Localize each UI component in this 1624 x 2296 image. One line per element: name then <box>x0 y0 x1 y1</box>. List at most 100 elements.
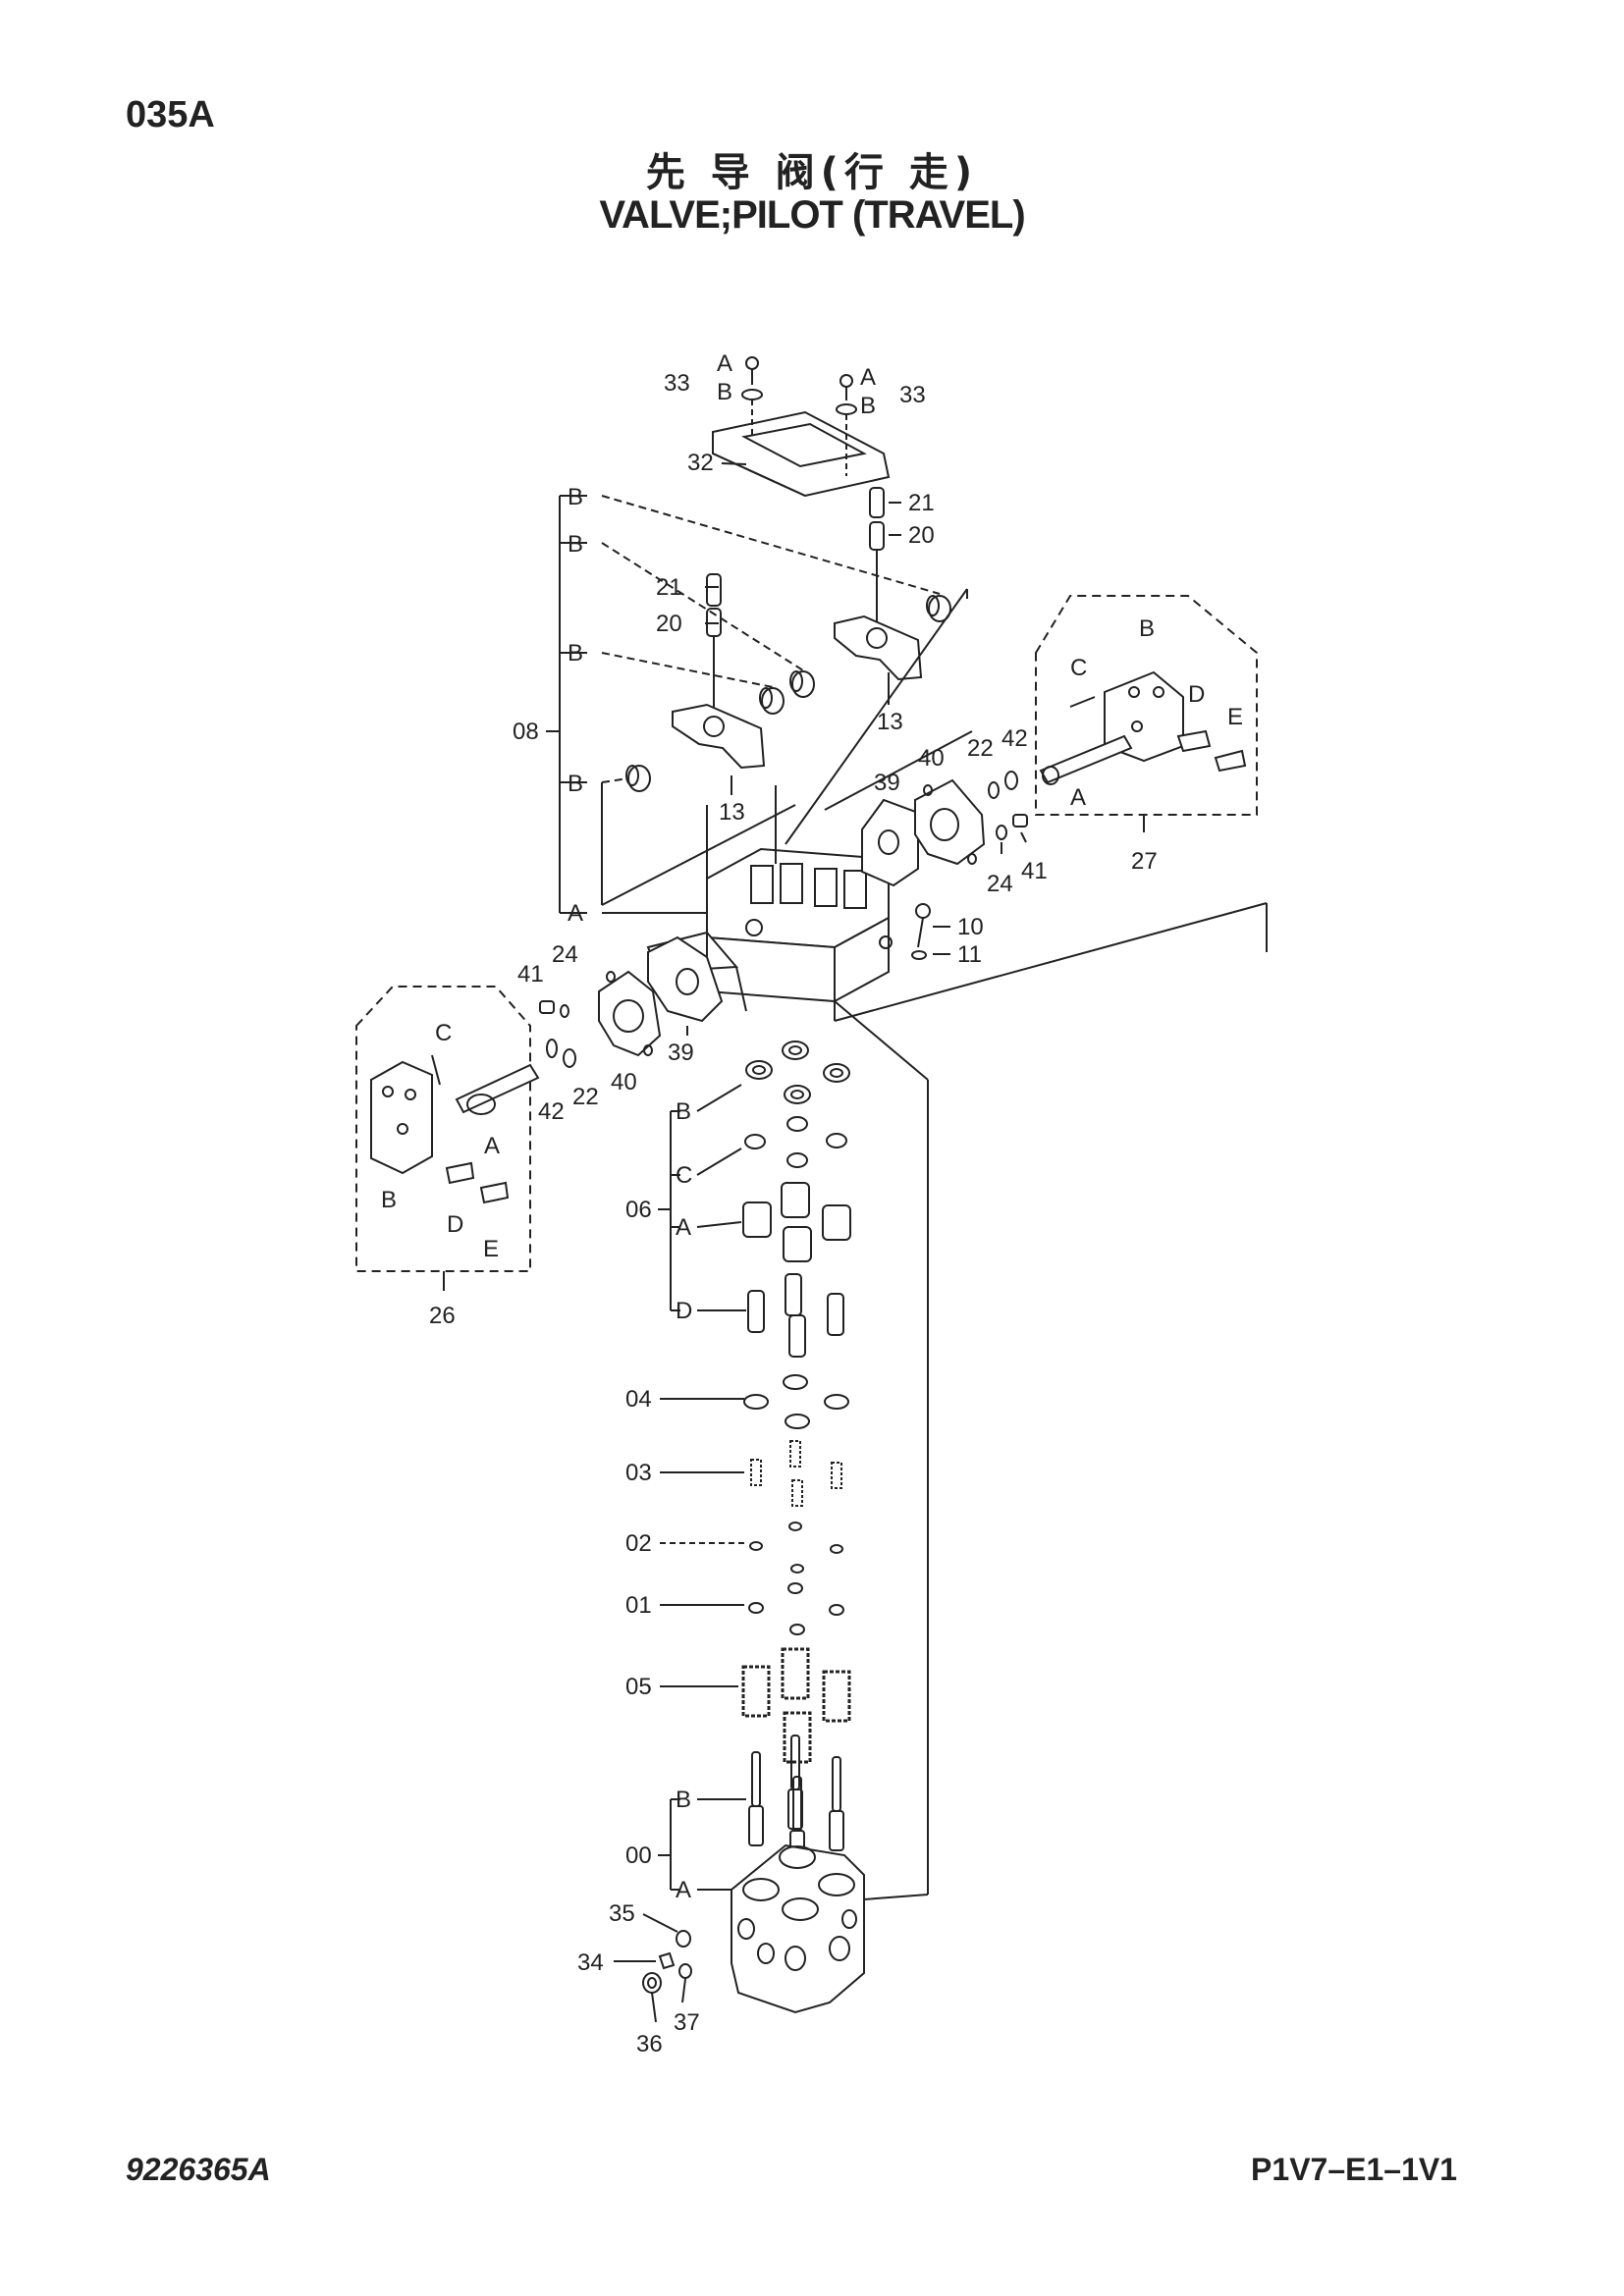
callout-27-a: A <box>1070 784 1086 811</box>
callout-04: 04 <box>625 1386 652 1413</box>
document-number: 9226365A <box>126 2152 271 2187</box>
callout-32: 32 <box>687 450 714 476</box>
callout-06: 06 <box>625 1197 652 1223</box>
callout-33-right-b: B <box>860 393 876 419</box>
callout-08-b2: B <box>568 531 583 558</box>
plate-39-right <box>861 798 919 887</box>
part-06-plungers <box>747 1273 844 1358</box>
page-code: 035A <box>126 94 215 135</box>
screw-left <box>741 356 763 437</box>
callout-26-e: E <box>483 1236 499 1262</box>
callout-35: 35 <box>609 1900 635 1927</box>
bushings <box>625 595 951 792</box>
callout-08-a: A <box>568 900 583 927</box>
callout-11: 11 <box>957 941 982 968</box>
callout-21-left: 21 <box>656 574 682 601</box>
callout-39-left: 39 <box>668 1040 694 1066</box>
callout-33-right-a: A <box>860 364 876 391</box>
part-05-springs <box>741 1647 851 1764</box>
callout-00-b: B <box>676 1787 691 1813</box>
part-06-seals <box>744 1041 850 1168</box>
cam-right <box>834 614 923 681</box>
misc-leaders <box>686 462 1027 1036</box>
callout-01: 01 <box>625 1592 652 1619</box>
callout-06-b: B <box>676 1098 691 1125</box>
callout-27-b: B <box>1139 615 1155 642</box>
stack-leaders <box>660 1398 744 1687</box>
callout-06-a: A <box>676 1214 691 1241</box>
callout-33-left-b: B <box>717 379 732 405</box>
seals-right <box>988 771 1028 840</box>
callout-24-left: 24 <box>552 941 578 968</box>
plate-40-left <box>598 970 662 1057</box>
callout-00: 00 <box>625 1842 652 1869</box>
callout-00-a: A <box>676 1877 691 1903</box>
callout-20-right: 20 <box>908 522 935 549</box>
part-04-washers <box>743 1374 849 1429</box>
group-06-bracket <box>658 1084 746 1311</box>
callout-05: 05 <box>625 1674 652 1700</box>
callout-33-right: 33 <box>899 382 926 408</box>
callout-03: 03 <box>625 1460 652 1486</box>
seals-left <box>539 1000 576 1068</box>
plate-40-right <box>914 778 986 866</box>
callout-02: 02 <box>625 1530 652 1557</box>
title-english: VALVE;PILOT (TRAVEL) <box>599 193 1025 237</box>
callout-27-e: E <box>1227 704 1243 730</box>
callout-21-right: 21 <box>908 490 935 516</box>
callout-08: 08 <box>513 719 539 745</box>
screw-right <box>836 374 857 476</box>
sheet-code: P1V7–E1–1V1 <box>1251 2152 1457 2187</box>
callout-34: 34 <box>577 1949 604 1976</box>
callout-labels: 33 A B A B 33 32 21 20 21 20 B B B B A 0… <box>381 350 1243 2057</box>
group-00-bracket <box>658 1798 746 1891</box>
callout-26-b: B <box>381 1187 397 1213</box>
callout-26-c: C <box>435 1020 452 1046</box>
lower-leaders <box>614 1913 686 2023</box>
callout-06-d: D <box>676 1298 692 1324</box>
callout-22-left: 22 <box>572 1084 599 1110</box>
callout-13-right: 13 <box>877 709 903 735</box>
part-02-washers <box>749 1522 843 1574</box>
assembly-26 <box>355 986 540 1291</box>
assembly-27 <box>1035 595 1258 832</box>
cover-plate <box>712 410 891 498</box>
part-06-guides <box>742 1182 851 1262</box>
callout-13-left: 13 <box>719 799 745 826</box>
callout-27-d: D <box>1188 681 1205 708</box>
callout-33-left-a: A <box>717 350 732 377</box>
callout-26: 26 <box>429 1303 456 1329</box>
pusher-left <box>706 573 722 721</box>
callout-33-left: 33 <box>664 370 690 397</box>
callout-41-right: 41 <box>1021 858 1048 884</box>
callout-08-b1: B <box>568 484 583 510</box>
callout-42-right: 42 <box>1001 725 1028 752</box>
part-01-washers <box>748 1582 844 1635</box>
upper-body <box>646 588 1268 1900</box>
callout-10: 10 <box>957 914 984 940</box>
title-chinese: 先 导 阀(行 走) <box>645 150 979 195</box>
part-03-springs <box>750 1440 842 1507</box>
pusher-right <box>869 487 885 628</box>
callout-06-c: C <box>676 1162 692 1189</box>
callout-41-left: 41 <box>517 961 544 988</box>
callout-39-right: 39 <box>874 770 900 796</box>
bolt-10 <box>911 903 931 960</box>
lower-body <box>731 1843 865 2014</box>
callout-42-left: 42 <box>538 1098 565 1125</box>
plate-39-left <box>647 935 724 1023</box>
callout-27-c: C <box>1070 655 1087 681</box>
callout-24-right: 24 <box>987 871 1013 897</box>
callout-36: 36 <box>636 2031 663 2057</box>
callout-37: 37 <box>674 2009 700 2036</box>
callout-20-left: 20 <box>656 611 682 637</box>
callout-40-right: 40 <box>918 745 945 772</box>
callout-08-b3: B <box>568 640 583 667</box>
callout-08-b4: B <box>568 771 583 797</box>
callout-22-right: 22 <box>967 735 994 762</box>
callout-26-d: D <box>447 1211 463 1238</box>
group-08-bracket <box>546 495 941 914</box>
callout-40-left: 40 <box>611 1069 637 1095</box>
callout-27: 27 <box>1131 848 1158 875</box>
